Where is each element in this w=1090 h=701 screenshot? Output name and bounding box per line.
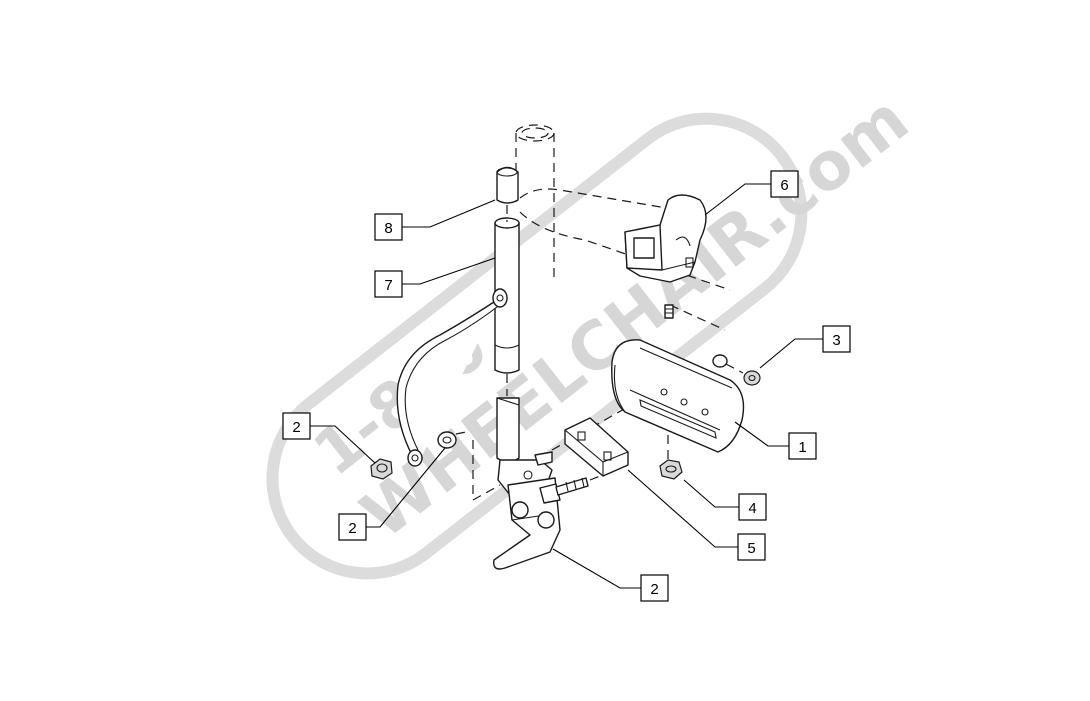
callout-4-label: 4 bbox=[748, 500, 756, 517]
part-4-nut bbox=[659, 459, 683, 480]
part-2-nut-washer bbox=[370, 431, 457, 480]
part-5-spacer-block bbox=[564, 417, 629, 477]
callout-6: 6 bbox=[770, 170, 799, 198]
watermark-suffix: .com bbox=[735, 81, 923, 251]
callout-2-washer-label: 2 bbox=[348, 520, 356, 537]
callout-7: 7 bbox=[374, 270, 403, 298]
callout-2-washer: 2 bbox=[338, 513, 367, 541]
callout-4: 4 bbox=[738, 493, 767, 521]
callout-8: 8 bbox=[374, 213, 403, 241]
part-3-nut-washer bbox=[712, 354, 761, 386]
callout-2-lever: 2 bbox=[640, 574, 669, 602]
part-6-clamp bbox=[624, 194, 707, 319]
part-1-bracket bbox=[611, 339, 745, 453]
callout-5: 5 bbox=[737, 533, 766, 561]
part-2-brake-lever bbox=[493, 477, 589, 570]
callout-6-label: 6 bbox=[780, 177, 788, 194]
watermark-ring bbox=[266, 112, 808, 580]
callout-8-label: 8 bbox=[384, 220, 392, 237]
callout-3: 3 bbox=[822, 325, 851, 353]
callout-2-nut-label: 2 bbox=[292, 419, 300, 436]
brake-cable bbox=[396, 288, 508, 461]
callout-1: 1 bbox=[788, 432, 817, 460]
callout-2-nut: 2 bbox=[282, 412, 311, 440]
part-8-cap bbox=[496, 166, 519, 204]
callout-3-label: 3 bbox=[832, 332, 840, 349]
leader-lines bbox=[310, 183, 823, 589]
callout-7-label: 7 bbox=[384, 277, 392, 294]
callout-1-label: 1 bbox=[798, 439, 806, 456]
callout-5-label: 5 bbox=[747, 540, 755, 557]
callout-2-lever-label: 2 bbox=[650, 581, 658, 598]
